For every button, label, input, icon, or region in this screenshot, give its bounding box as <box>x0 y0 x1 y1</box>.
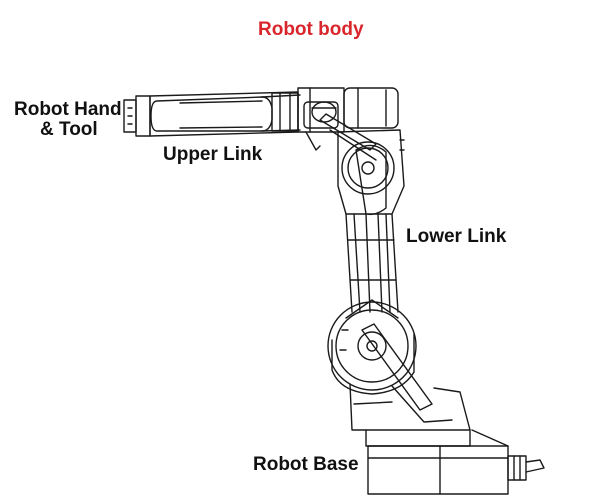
label-robot-hand-tool: Robot Hand & Tool <box>14 100 122 140</box>
label-robot-hand-line1: Robot Hand <box>14 99 122 120</box>
waist-joint <box>327 299 433 411</box>
diagram-title: Robot body <box>258 19 364 40</box>
shoulder-joint <box>337 129 405 216</box>
upper-link <box>149 91 301 137</box>
robot-base <box>349 383 545 495</box>
lower-link <box>345 213 399 313</box>
label-robot-base: Robot Base <box>253 454 359 475</box>
label-upper-link: Upper Link <box>163 144 263 165</box>
robot-hand-tool <box>123 95 151 137</box>
elbow-joint <box>297 87 399 161</box>
label-robot-hand-line2: & Tool <box>40 118 98 140</box>
label-lower-link: Lower Link <box>406 226 507 247</box>
